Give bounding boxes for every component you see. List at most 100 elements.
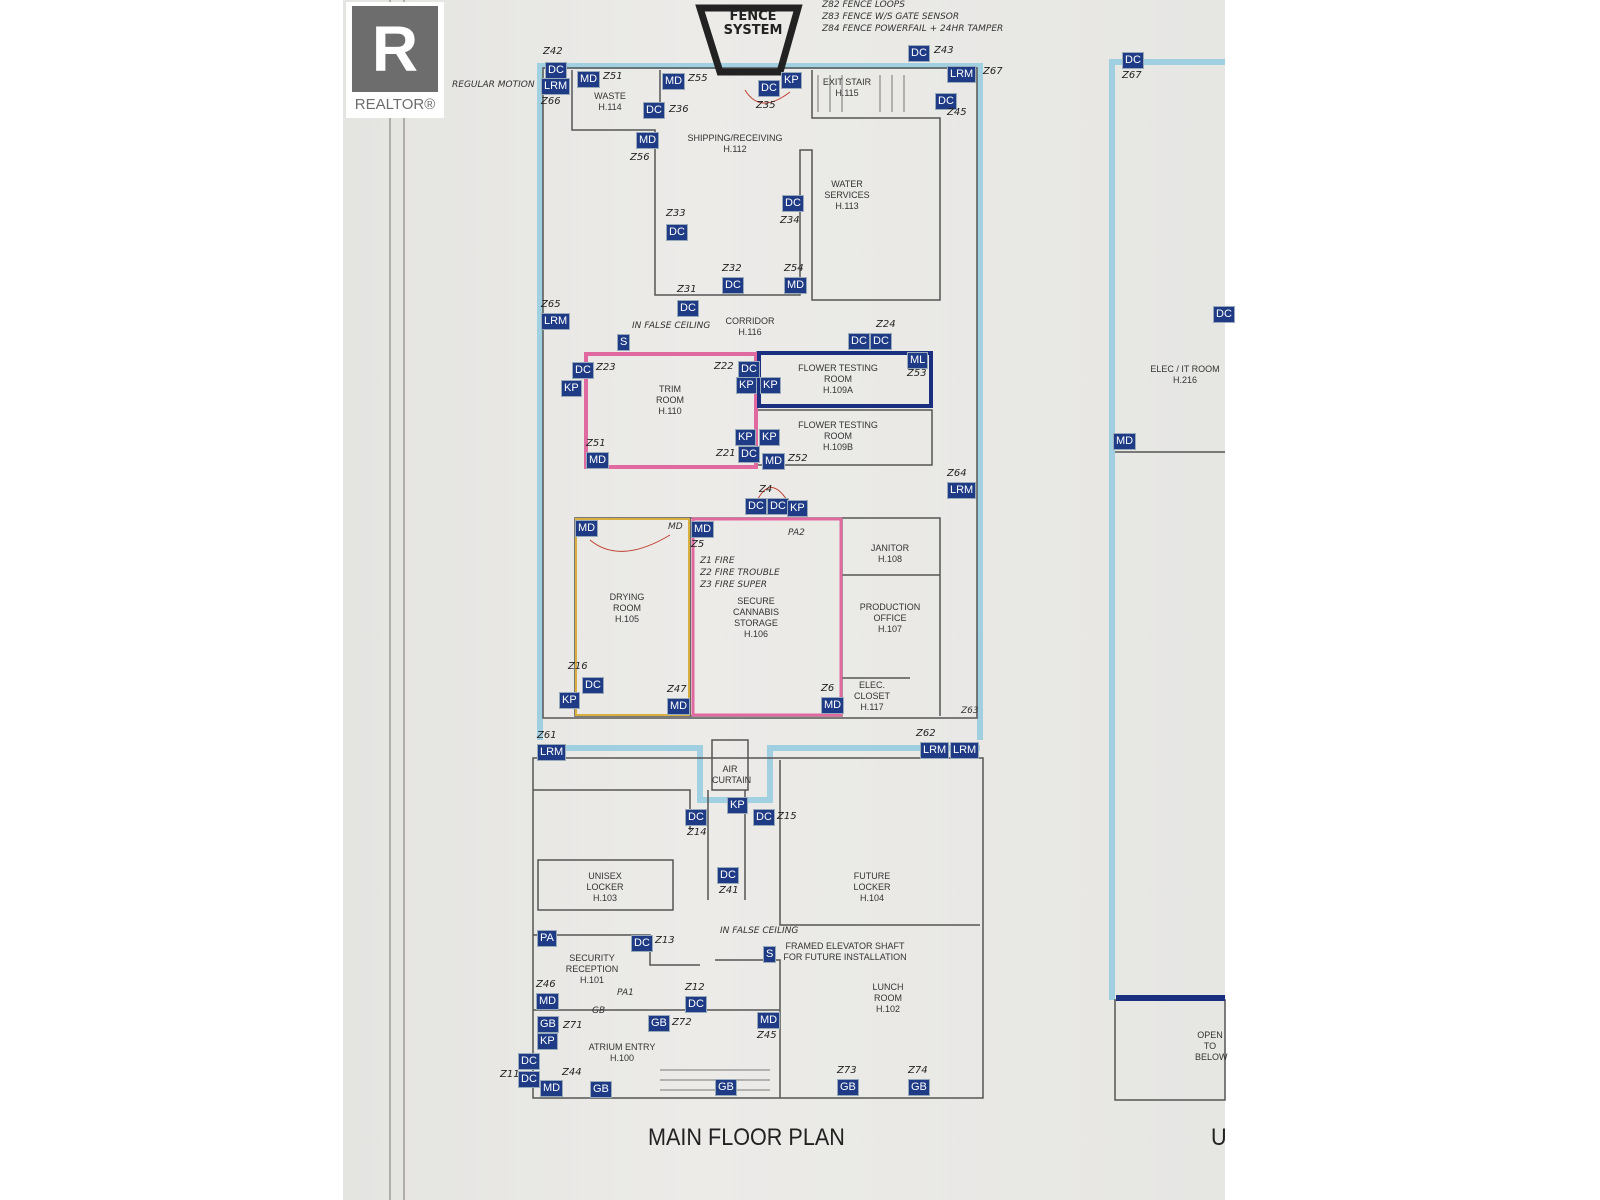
handwritten-note: Z1 FIRE <box>700 556 735 566</box>
device-dc-tag: DC <box>685 809 707 826</box>
room-name: PRODUCTION OFFICE <box>859 602 921 623</box>
room-code: H.114 <box>598 102 622 112</box>
device-kp-tag: KP <box>787 500 808 517</box>
zone-number: Z36 <box>669 104 689 115</box>
room-name: FUTURE LOCKER <box>853 871 891 892</box>
zone-number: Z54 <box>784 263 804 274</box>
device-dc-tag: DC <box>717 867 739 884</box>
device-dc-tag: DC <box>738 446 760 463</box>
device-dc-tag: DC <box>738 361 760 378</box>
zone-number: Z33 <box>666 208 686 219</box>
handwritten-note: PA1 <box>617 988 634 998</box>
device-dc-tag: DC <box>545 62 567 79</box>
plan-title: MAIN FLOOR PLAN <box>648 1124 845 1151</box>
room-name: EXIT STAIR <box>822 77 872 87</box>
device-md-tag: MD <box>540 1080 564 1097</box>
room-code: H.109A <box>822 385 854 395</box>
device-dc-tag: DC <box>666 224 688 241</box>
room-name: WATER SERVICES <box>824 179 870 200</box>
device-dc-tag: DC <box>767 498 789 515</box>
room-name: SECURITY RECEPTION <box>565 953 619 974</box>
device-kp-tag: KP <box>559 692 580 709</box>
room-code: H.105 <box>614 614 640 624</box>
device-dc-tag: DC <box>518 1053 540 1070</box>
zone-number: Z72 <box>672 1017 692 1028</box>
stair-lines <box>389 0 905 1200</box>
zone-number: Z45 <box>757 1030 777 1041</box>
handwritten-note: Z83 FENCE W/S GATE SENSOR <box>822 12 960 22</box>
zone-number: Z61 <box>537 730 557 741</box>
room-name: TRIM ROOM <box>656 384 684 405</box>
room-code: H.112 <box>723 144 747 154</box>
device-kp-tag: KP <box>760 377 781 394</box>
room-code: H.216 <box>1172 375 1198 385</box>
zone-number: Z35 <box>756 100 776 111</box>
handwritten-note: IN FALSE CEILING <box>632 321 711 331</box>
device-md-tag: MD <box>536 993 560 1010</box>
handwritten-note: Z82 FENCE LOOPS <box>822 0 905 10</box>
device-dc-tag: DC <box>745 498 767 515</box>
device-dc-tag: DC <box>722 277 744 294</box>
device-lrm-tag: LRM <box>920 742 950 759</box>
room-code: H.100 <box>609 1053 635 1063</box>
zone-number: Z74 <box>908 1065 928 1076</box>
room-name: OPEN TO BELOW <box>1195 1030 1228 1062</box>
device-md-tag: MD <box>821 697 845 714</box>
device-lrm-tag: LRM <box>537 744 567 761</box>
device-lrm-tag: LRM <box>947 482 977 499</box>
room-name: JANITOR <box>870 543 910 553</box>
zone-number: Z67 <box>1122 70 1142 81</box>
room-code: H.117 <box>860 702 884 712</box>
device-kp-tag: KP <box>759 429 780 446</box>
room-name: FLOWER TESTING ROOM <box>798 363 878 384</box>
zone-number: Z51 <box>603 71 623 82</box>
device-dc-tag: DC <box>870 333 892 350</box>
handwritten-note: MD <box>668 522 683 532</box>
device-md-tag: MD <box>1113 433 1137 450</box>
realtor-logo-text: REALTOR® <box>354 96 436 113</box>
zone-number: Z45 <box>947 107 967 118</box>
zone-number: Z56 <box>630 152 650 163</box>
device-kp-tag: KP <box>736 377 757 394</box>
device-dc-tag: DC <box>643 102 665 119</box>
device-dc-tag: DC <box>685 996 707 1013</box>
device-kp-tag: KP <box>537 1033 558 1050</box>
device-dc-tag: DC <box>758 80 780 97</box>
zone-number: Z52 <box>788 453 808 464</box>
zone-number: Z73 <box>837 1065 857 1076</box>
room-name: ATRIUM ENTRY <box>588 1042 656 1052</box>
realtor-logo: R REALTOR® <box>346 2 444 118</box>
zone-number: Z65 <box>541 299 561 310</box>
zone-number: Z11 <box>500 1069 520 1080</box>
device-kp-tag: KP <box>781 72 802 89</box>
zone-number: Z21 <box>716 448 736 459</box>
device-gb-tag: GB <box>837 1079 859 1096</box>
zone-number: Z71 <box>563 1020 583 1031</box>
room-label: FRAMED ELEVATOR SHAFT FOR FUTURE INSTALL… <box>780 941 910 963</box>
room-name: WASTE <box>594 91 626 101</box>
device-kp-tag: KP <box>561 380 582 397</box>
device-dc-tag: DC <box>1213 306 1235 323</box>
room-name: DRYING ROOM <box>609 592 645 613</box>
device-dc-tag: DC <box>935 93 957 110</box>
zone-number: Z55 <box>688 73 708 84</box>
device-gb-tag: GB <box>590 1081 612 1098</box>
zone-number: Z43 <box>934 45 954 56</box>
zone-number: Z23 <box>596 362 616 373</box>
room-code: H.115 <box>835 88 859 98</box>
zone-number: Z24 <box>876 319 896 330</box>
room-code: H.106 <box>743 629 769 639</box>
device-dc-tag: DC <box>572 362 594 379</box>
